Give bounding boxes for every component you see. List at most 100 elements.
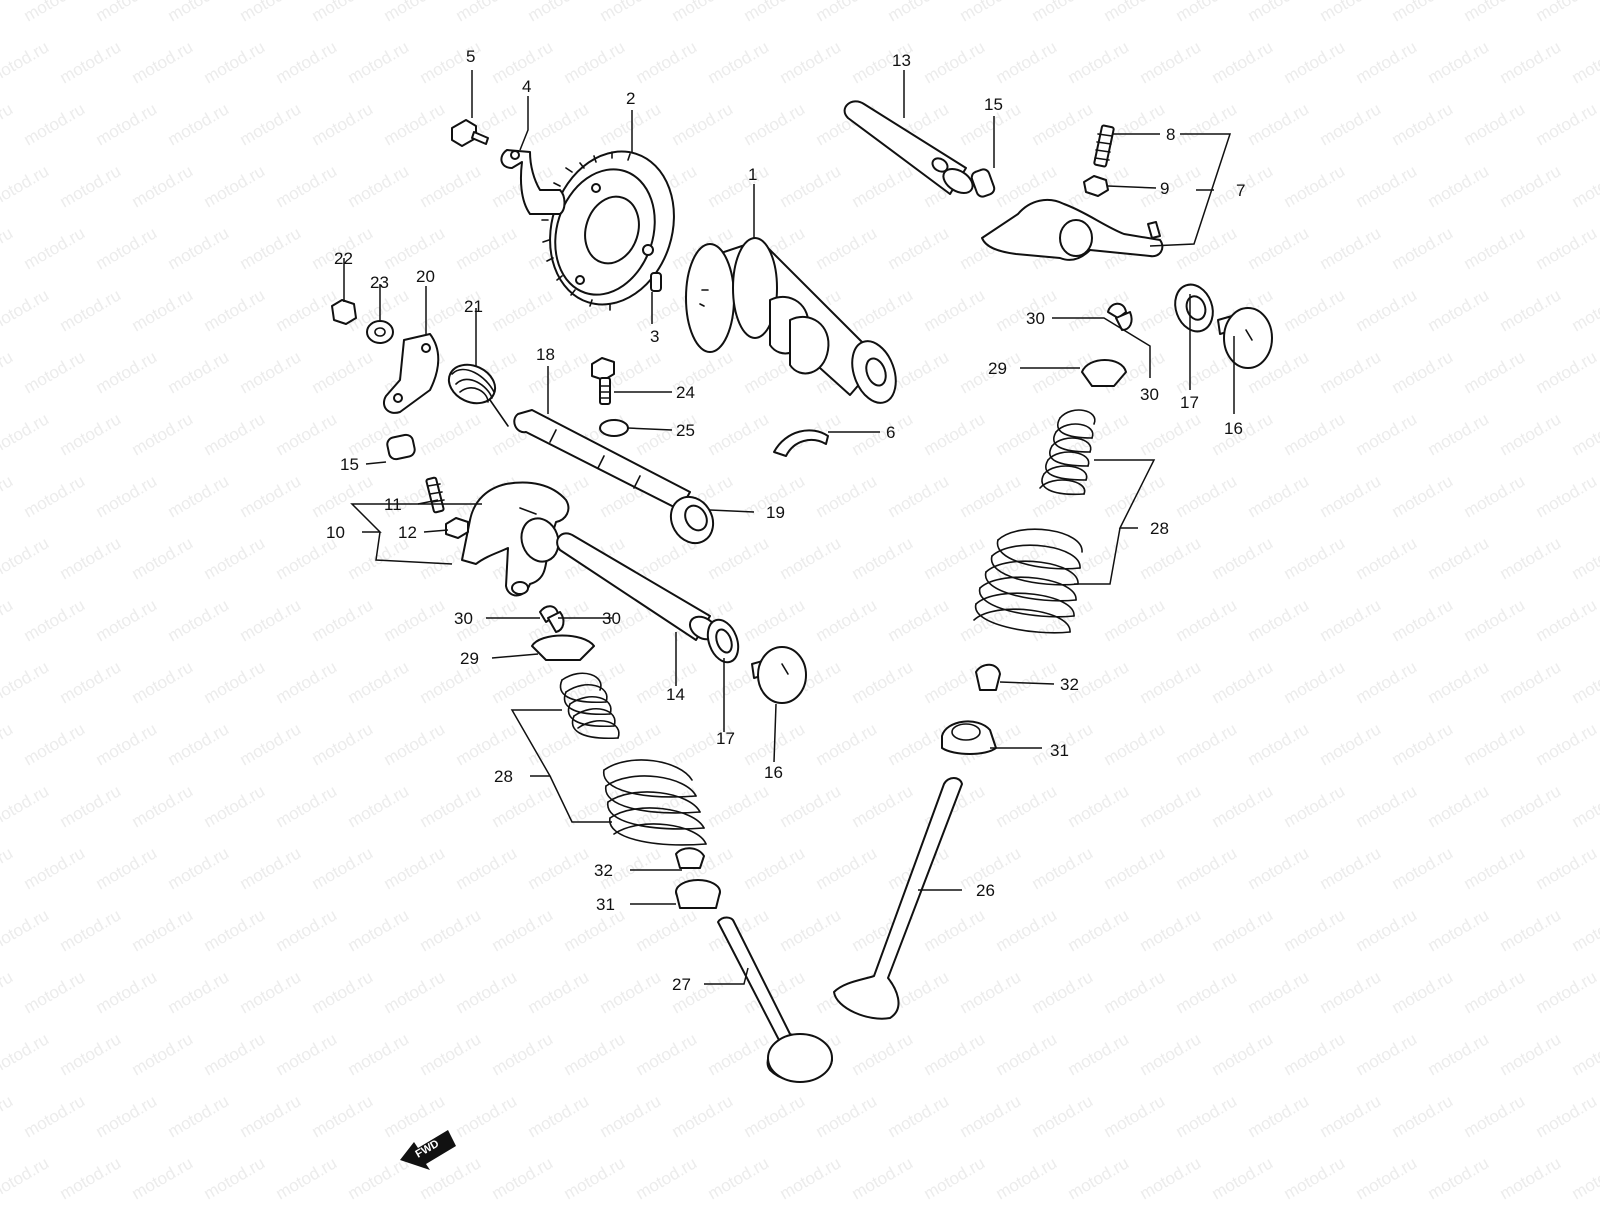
watermark-text: motod.ru [345,657,413,707]
watermark-text: motod.ru [57,657,125,707]
watermark-text: motod.ru [0,1029,52,1079]
watermark-text: motod.ru [309,719,377,769]
watermark-text: motod.ru [0,0,16,25]
o-ring [386,434,416,461]
watermark-text: motod.ru [1533,843,1600,893]
callout-part-10: 10 [326,523,345,542]
watermark-text: motod.ru [1137,905,1205,955]
watermark-text: motod.ru [921,1029,989,1079]
watermark-text: motod.ru [849,1029,917,1079]
dowel-pin [651,273,661,291]
watermark-text: motod.ru [381,967,449,1017]
watermark-text: motod.ru [1245,99,1313,149]
watermark-text: motod.ru [1317,0,1385,25]
watermark-text: motod.ru [93,843,161,893]
callout-part-32-left: 32 [594,861,613,880]
watermark-text: motod.ru [0,1091,16,1141]
watermark-text: motod.ru [993,905,1061,955]
watermark-text: motod.ru [1389,347,1457,397]
watermark-text: motod.ru [309,1091,377,1141]
watermark-text: motod.ru [21,0,89,25]
watermark-text: motod.ru [273,657,341,707]
watermark-text: motod.ru [1101,595,1169,645]
watermark-text: motod.ru [93,1091,161,1141]
watermark-text: motod.ru [0,1153,52,1200]
watermark-text: motod.ru [489,781,557,831]
watermark-text: motod.ru [1353,161,1421,211]
watermark-text: motod.ru [525,719,593,769]
callout-part-11: 11 [384,495,402,514]
watermark-text: motod.ru [1425,409,1493,459]
watermark-text: motod.ru [777,781,845,831]
watermark-text: motod.ru [1281,781,1349,831]
spring-seat [676,848,704,868]
watermark-text: motod.ru [0,285,52,335]
watermark-text: motod.ru [1209,37,1277,87]
watermark-text: motod.ru [1461,471,1529,521]
watermark-text: motod.ru [129,905,197,955]
watermark-text: motod.ru [921,533,989,583]
watermark-text: motod.ru [1569,161,1600,211]
watermark-text: motod.ru [1353,533,1421,583]
watermark-text: motod.ru [1461,1091,1529,1141]
watermark-text: motod.ru [165,347,233,397]
watermark-text: motod.ru [57,533,125,583]
watermark-text: motod.ru [129,409,197,459]
watermark-text: motod.ru [0,781,52,831]
watermark-text: motod.ru [885,595,953,645]
watermark-text: motod.ru [1353,657,1421,707]
watermark-text: motod.ru [921,285,989,335]
watermark-text: motod.ru [237,0,305,25]
callout-part-29-right: 29 [988,359,1007,378]
watermark-text: motod.ru [1497,905,1565,955]
watermark-text: motod.ru [165,719,233,769]
watermark-text: motod.ru [21,347,89,397]
watermark-text: motod.ru [849,285,917,335]
watermark-text: motod.ru [921,409,989,459]
watermark-text: motod.ru [129,533,197,583]
watermark-text: motod.ru [1245,1091,1313,1141]
watermark-text: motod.ru [237,471,305,521]
watermark-text: motod.ru [1497,1029,1565,1079]
watermark-text: motod.ru [741,99,809,149]
watermark-text: motod.ru [453,0,521,25]
washer-icon [600,420,628,436]
watermark-text: motod.ru [0,967,16,1017]
watermark-text: motod.ru [813,471,881,521]
watermark-text: motod.ru [1137,1029,1205,1079]
watermark-text: motod.ru [1353,781,1421,831]
watermark-text: motod.ru [201,533,269,583]
watermark-text: motod.ru [1425,657,1493,707]
callout-part-28-left: 28 [494,767,513,786]
watermark-text: motod.ru [309,967,377,1017]
callout-part-18: 18 [536,345,555,364]
watermark-text: motod.ru [921,1153,989,1200]
watermark-text: motod.ru [1389,99,1457,149]
callout-part-31-left: 31 [596,895,615,914]
watermark-text: motod.ru [1461,223,1529,273]
watermark-text: motod.ru [705,1029,773,1079]
watermark-text: motod.ru [0,471,16,521]
watermark-text: motod.ru [93,471,161,521]
watermark-text: motod.ru [453,223,521,273]
watermark-text: motod.ru [1353,1029,1421,1079]
watermark-text: motod.ru [1461,967,1529,1017]
watermark-text: motod.ru [201,657,269,707]
watermark-text: motod.ru [57,1153,125,1200]
watermark-text: motod.ru [1245,719,1313,769]
callout-part-19: 19 [766,503,785,522]
watermark-text: motod.ru [1281,533,1349,583]
spring-seat [976,665,1000,690]
watermark-text: motod.ru [273,161,341,211]
watermark-text: motod.ru [669,0,737,25]
watermark-text: motod.ru [1389,471,1457,521]
watermark-text: motod.ru [1317,347,1385,397]
watermark-text: motod.ru [1173,595,1241,645]
spring-retainer [532,636,594,661]
watermark-text: motod.ru [1065,1029,1133,1079]
watermark-text: motod.ru [1461,0,1529,25]
watermark-text: motod.ru [1569,285,1600,335]
watermark-text: motod.ru [813,223,881,273]
watermark-text: motod.ru [633,1029,701,1079]
